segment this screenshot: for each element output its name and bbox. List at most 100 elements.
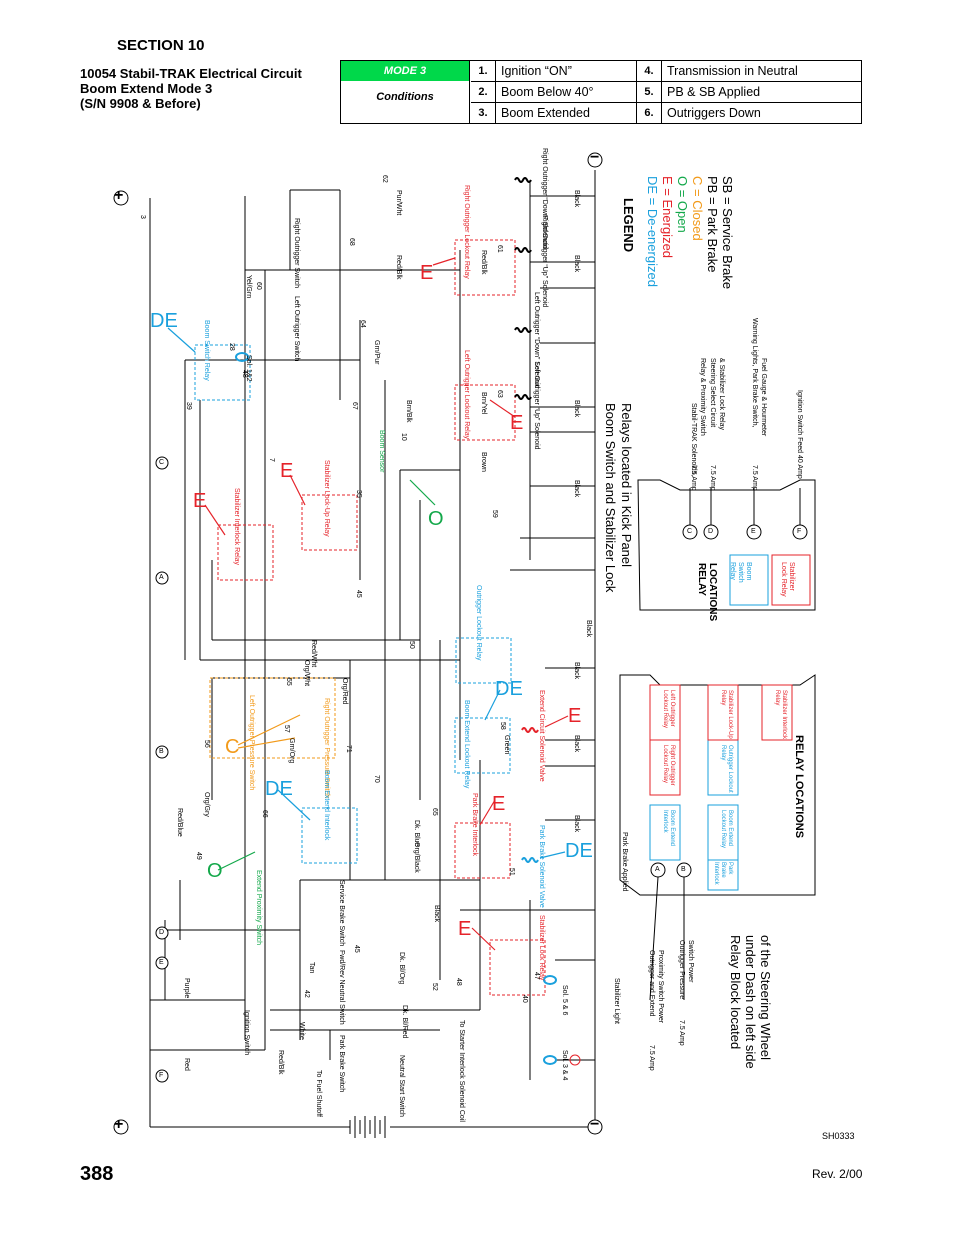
terminal-a: A	[159, 574, 164, 581]
wire-label: Dk. Bl/Org	[398, 952, 405, 985]
wire-label: White	[298, 1022, 305, 1040]
title-line-3: (S/N 9908 & Before)	[80, 96, 201, 111]
park-brake-switch-label: Park Brake Switch	[338, 1035, 345, 1093]
wire-label: Red	[183, 1058, 190, 1071]
kick-fuse-amp: 7.5 Amp	[751, 465, 758, 491]
boom-extend-interlock-label: Boom Extend Interlock	[323, 770, 330, 841]
status-de: DE	[495, 678, 523, 700]
condition-text: Boom Extended	[501, 106, 590, 120]
dash-relay: Boom Extend Lockout Relay	[720, 810, 733, 849]
wire-label: Yel/Grn	[245, 275, 252, 299]
status-e: E	[420, 262, 434, 284]
plus-terminal-bottom: +	[114, 1116, 124, 1133]
mode-badge: MODE 3	[341, 61, 469, 81]
wire-label: Pur/Wht	[395, 190, 402, 216]
wire-number: 66	[261, 810, 268, 818]
status-de: DE	[150, 310, 178, 332]
kick-fuse-desc: Ignition Switch Feed	[796, 390, 803, 454]
wire-number: 45	[355, 590, 362, 598]
wire-number: 40	[521, 995, 528, 1003]
legend-item: DE = De-energized	[645, 176, 660, 287]
condition-row: 2. Boom Below 40°	[471, 82, 637, 103]
wire-label: Black	[573, 480, 580, 498]
wire-label: Dk. Bl/Red	[401, 1005, 408, 1039]
dash-fuse-letter: A	[655, 866, 660, 873]
wire-label: Brn/Yel	[480, 392, 487, 415]
dash-relay: Park Brake Interlock	[713, 862, 733, 885]
wire-label: Black	[585, 620, 592, 638]
wire-label: Red/Wht	[310, 640, 317, 668]
conditions-table: MODE 3 Conditions 1. Ignition “ON” 2. Bo…	[340, 60, 862, 124]
sol-5-6-label: Sol. 5 & 6	[561, 985, 568, 1016]
wire-number: 3	[139, 215, 146, 219]
kick-fuse-letter: F	[797, 528, 802, 535]
wire-label: Black	[573, 735, 580, 753]
dash-fuse-letter: B	[681, 866, 686, 873]
wire-number: 52	[431, 983, 438, 991]
dash-fuse-desc: Outrigger and Extend	[648, 950, 655, 1017]
wire-number: 49	[195, 852, 202, 860]
title-line-2: Boom Extend Mode 3	[80, 81, 213, 96]
wire-label: Black	[433, 905, 440, 923]
status-e: E	[568, 705, 582, 727]
condition-number: 6.	[637, 103, 662, 124]
plus-terminal-top: +	[114, 187, 124, 204]
wire-label: Org/Red	[341, 678, 348, 705]
legend-item: SB = Service Brake	[720, 176, 735, 290]
condition-number: 4.	[637, 61, 662, 82]
revision: Rev. 2/00	[812, 1167, 863, 1181]
condition-number: 3.	[471, 103, 496, 124]
condition-row: 4. Transmission in Neutral	[637, 61, 861, 82]
wire-number: 45	[353, 945, 360, 953]
wire-number: 47	[533, 972, 540, 980]
left-outrigger-lockout-relay-label: Left Outrigger Lockout Relay	[463, 350, 470, 440]
left-outrigger-up-solenoid-label: Left Outrigger “Up” Solenoid	[533, 362, 540, 450]
kick-fuse-desc: Relay & Proximity Switch	[699, 358, 706, 436]
status-e: E	[193, 490, 207, 512]
condition-number: 5.	[637, 82, 662, 103]
kick-panel-caption-2: Relays located in Kick Panel	[619, 403, 634, 568]
wire-label: Black	[573, 190, 580, 208]
wire-label: Purple	[183, 978, 190, 999]
condition-number: 2.	[471, 82, 496, 103]
terminal-e: E	[159, 959, 164, 966]
minus-terminal-bottom: −	[590, 1116, 600, 1133]
condition-text: Boom Below 40°	[501, 85, 594, 99]
dash-caption-3: of the Steering Wheel	[758, 935, 773, 1061]
wire-label: Brn/Blk	[405, 400, 412, 423]
wire-number: 68	[348, 238, 355, 246]
boom-sensor-label: Boom Sensor	[378, 430, 385, 473]
status-e: E	[510, 412, 524, 434]
wire-number: 56	[203, 740, 210, 748]
fwd-rev-neutral-switch-label: Fwd/Rev Neutral Switch	[338, 950, 345, 1025]
kick-fuse-amp: 7.5 Amp	[709, 465, 716, 491]
condition-row: 6. Outriggers Down	[637, 103, 861, 124]
wire-number: 58	[499, 722, 506, 730]
status-de: DE	[265, 778, 293, 800]
right-outrigger-lockout-relay-label: Right Outrigger Lockout Relay	[463, 185, 470, 279]
wire-number: 51	[508, 868, 515, 876]
kick-fuse-desc: Warning Lights, Park Brake Switch,	[751, 318, 758, 428]
diagram-title: 10054 Stabil-TRAK Electrical Circuit Boo…	[80, 66, 330, 111]
kick-relay-title-2: LOCATIONS	[707, 563, 718, 622]
terminal-c: C	[159, 459, 165, 466]
condition-text: Outriggers Down	[667, 106, 761, 120]
wire-number: 39	[185, 402, 192, 410]
dash-relay: Outrigger Lockout Relay	[720, 745, 733, 793]
wire-number: 50	[408, 641, 415, 649]
condition-number: 1.	[471, 61, 496, 82]
condition-text: Ignition “ON”	[501, 64, 572, 78]
wire-label: Org/Gry	[203, 792, 210, 817]
condition-text: Transmission in Neutral	[667, 64, 798, 78]
wire-number: 67	[351, 402, 358, 410]
status-e: E	[492, 793, 506, 815]
boom-extend-lockout-relay-label: Boom Extend Lockout Relay	[463, 700, 470, 789]
wire-number: 60	[255, 282, 262, 290]
dash-caption-2: under Dash on left side	[743, 935, 758, 1069]
wire-label: Org/Wht	[303, 660, 310, 687]
stabilizer-lock-relay-label: Stabilizer Lock Relay	[538, 915, 545, 981]
page-number: 388	[80, 1163, 114, 1185]
wire-label: Black	[573, 255, 580, 273]
status-o: O	[207, 860, 223, 882]
